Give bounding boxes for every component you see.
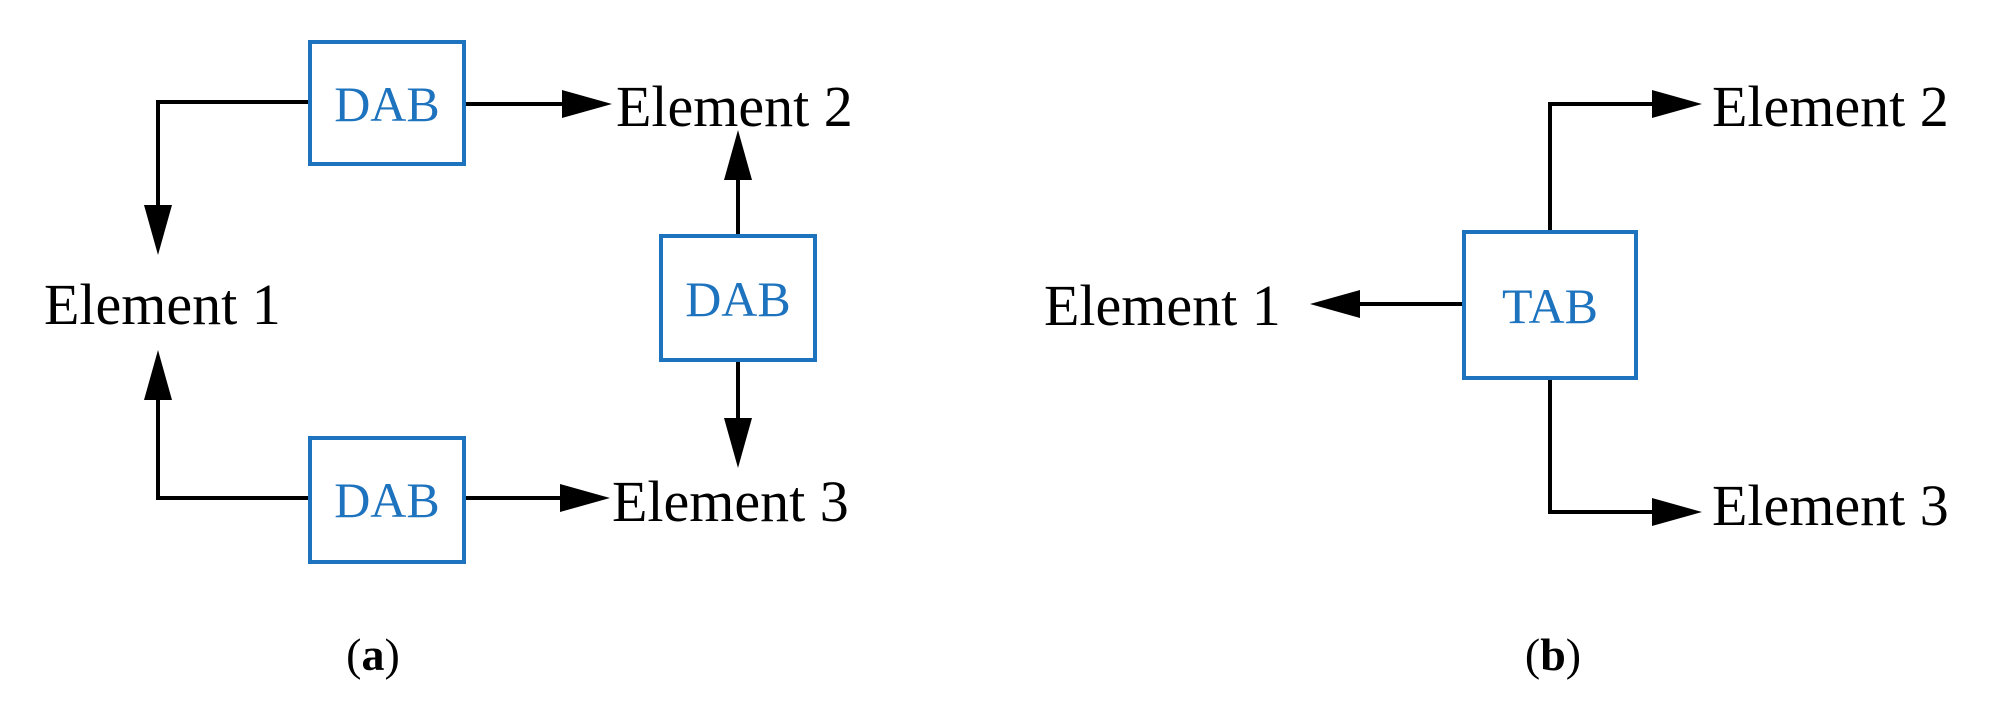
dab-box-right (659, 234, 817, 362)
panel-a-element-1: Element 1 (44, 272, 281, 337)
panel-a-caption-open: ( (346, 629, 361, 680)
connector-bottom-dab-to-element-1 (156, 400, 308, 500)
dab-box-top-label: DAB (334, 76, 440, 132)
panel-b-caption-close: ) (1566, 629, 1581, 680)
arrowhead-down-element-1 (144, 205, 172, 255)
arrowhead-left-b-element-1 (1310, 290, 1360, 318)
panel-a-element-3: Element 3 (612, 469, 849, 534)
panel-b-caption-letter: b (1540, 629, 1566, 680)
panel-b-element-3: Element 3 (1712, 473, 1949, 538)
panel-b: TAB Element 1 Element 2 Element 3 (b) (1044, 74, 1949, 680)
arrowhead-up-element-2 (724, 130, 752, 180)
connector-tab-to-element-3 (1548, 378, 1652, 514)
arrowhead-right-element-2 (562, 90, 612, 118)
connector-tab-to-element-2 (1548, 102, 1652, 232)
panel-b-element-2: Element 2 (1712, 74, 1949, 139)
tab-box (1462, 230, 1638, 380)
panel-a-caption: (a) (346, 629, 400, 680)
panel-b-caption: (b) (1525, 629, 1581, 680)
panel-a-caption-letter: a (362, 629, 385, 680)
panel-a-caption-close: ) (385, 629, 400, 680)
panel-b-caption-open: ( (1525, 629, 1540, 680)
tab-box-label: TAB (1502, 278, 1598, 334)
arrowhead-right-b-element-2 (1652, 90, 1702, 118)
panel-a-element-2: Element 2 (616, 74, 853, 139)
panel-a: DAB DAB DAB Element 1 Element 2 Element … (44, 40, 853, 680)
dab-box-right-label: DAB (685, 271, 791, 327)
arrowhead-right-element-3 (560, 484, 610, 512)
connector-top-dab-to-element-1 (156, 100, 308, 205)
arrowhead-up-element-1 (144, 350, 172, 400)
panel-b-element-1: Element 1 (1044, 273, 1281, 338)
dab-box-bottom-label: DAB (334, 472, 440, 528)
dab-box-bottom (308, 436, 466, 564)
arrowhead-down-element-3 (724, 418, 752, 468)
arrowhead-right-b-element-3 (1652, 498, 1702, 526)
dab-box-top (308, 40, 466, 166)
